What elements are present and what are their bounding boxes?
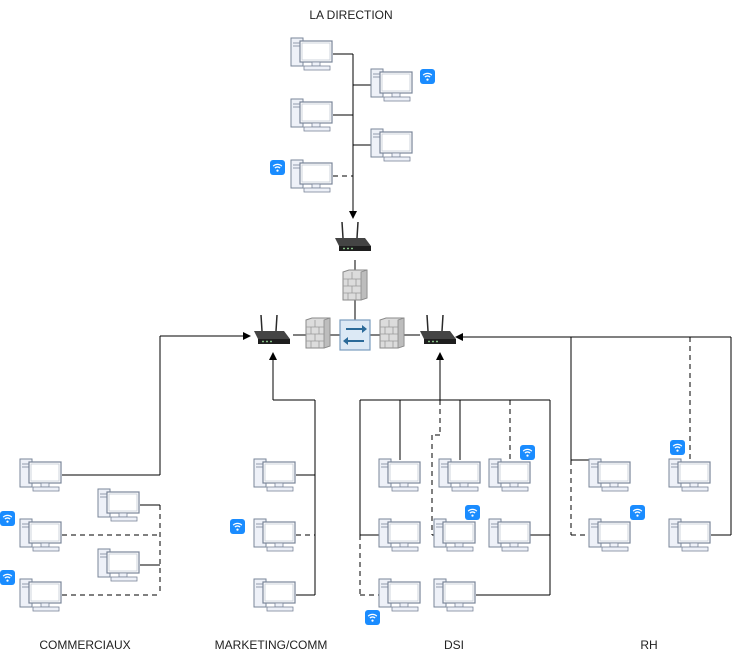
computer-rh-3 [588,518,631,552]
computer-dsi-8 [433,578,476,612]
wifi-icon [0,569,16,586]
label-dsi: DSI [443,638,465,652]
connection-lines [62,53,732,596]
computer-rh-4 [668,518,711,552]
wifi-icon [419,68,436,85]
computer-direction-1 [290,37,333,71]
computer-rh-1 [588,458,631,492]
computer-dsi-6 [488,518,531,552]
wifi-icon [464,504,481,521]
computer-dsi-1 [378,458,421,492]
computer-marketing-3 [253,578,296,612]
switch-icon [339,319,371,351]
computer-commerciaux-2 [97,488,140,522]
wifi-icon [519,444,536,461]
computer-direction-5 [290,159,333,193]
computer-direction-3 [290,98,333,132]
wifi-icon [229,518,246,535]
computer-direction-4 [370,128,413,162]
computer-commerciaux-5 [19,578,62,612]
router-direction-icon [334,221,372,252]
wifi-icon [364,609,381,626]
computer-rh-2 [668,458,711,492]
computer-commerciaux-4 [97,548,140,582]
wifi-icon [669,439,686,456]
label-direction: LA DIRECTION [309,8,393,22]
computer-dsi-7 [378,578,421,612]
computer-marketing-2 [253,518,296,552]
firewall-top-icon [342,269,368,301]
wifi-icon [629,504,646,521]
wifi-icon [269,159,286,176]
label-rh: RH [640,638,658,652]
wifi-icon [0,510,16,527]
label-commerciaux: COMMERCIAUX [39,638,131,652]
router-right-icon [419,314,457,345]
computer-dsi-5 [433,518,476,552]
computer-dsi-3 [488,458,531,492]
computer-direction-2 [370,68,413,102]
computer-commerciaux-3 [19,518,62,552]
computer-dsi-2 [438,458,481,492]
label-marketing: MARKETING/COMM [214,638,328,652]
router-left-icon [253,314,291,345]
computer-dsi-4 [378,518,421,552]
computer-marketing-1 [253,458,296,492]
computer-commerciaux-1 [19,458,62,492]
firewall-right-icon [379,317,405,349]
firewall-left-icon [305,317,331,349]
